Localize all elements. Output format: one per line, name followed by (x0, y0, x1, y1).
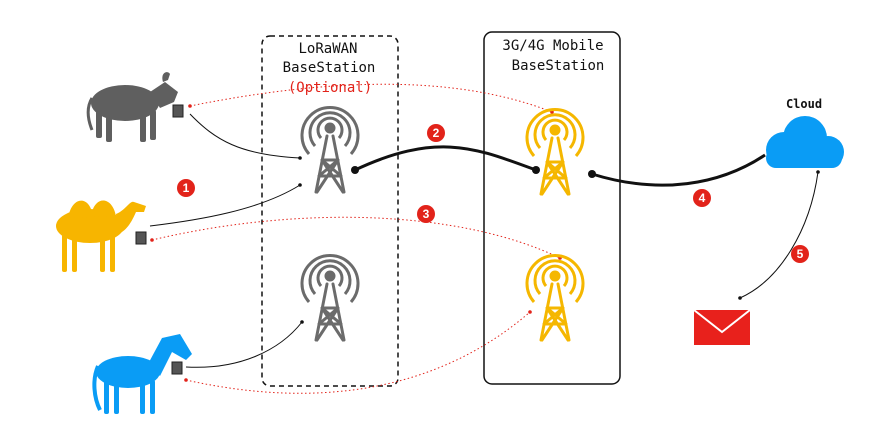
svg-text:1: 1 (183, 181, 190, 195)
step-badge-4: 4 (693, 189, 711, 207)
cloud-label: Cloud (786, 97, 822, 111)
camel-tracker-tag-icon (135, 231, 147, 245)
lora-title-line1: LoRaWAN (298, 41, 357, 57)
red-dotted-links (151, 83, 561, 394)
mobile-tower-bottom-icon (525, 253, 585, 342)
lora-optional-label: (Optional) (288, 80, 372, 96)
link-horse-to-lora (185, 321, 303, 368)
link-cloud-to-mail (739, 171, 819, 299)
cow-tracker-tag-icon (172, 104, 184, 118)
lora-link-dots (298, 156, 820, 324)
mobile-tower-top-icon (525, 107, 585, 196)
link-camel-to-lora (149, 184, 301, 227)
svg-text:3: 3 (423, 207, 430, 221)
horse-tracker-tag-icon (171, 361, 183, 375)
mobile-basestation-box (483, 31, 621, 385)
step-badge-2: 2 (427, 124, 445, 142)
lora-tower-top-icon (300, 105, 360, 194)
svg-text:4: 4 (699, 191, 706, 205)
mail-icon (693, 309, 751, 345)
link-camel-to-mobile (151, 216, 561, 259)
link-cow-to-mobile (189, 83, 553, 113)
lora-tower-bottom-icon (300, 253, 360, 342)
camel-icon (56, 200, 146, 272)
red-link-dots (150, 104, 562, 382)
mobile-title-line1: 3G/4G Mobile (502, 38, 603, 54)
backhaul-lora-to-mobile (354, 145, 537, 172)
mobile-title-line2: BaseStation (512, 58, 605, 74)
step-badge-5: 5 (791, 245, 809, 263)
link-cow-to-lora (189, 113, 301, 159)
lora-title-line2: BaseStation (283, 60, 376, 76)
step-badge-1: 1 (177, 179, 195, 197)
lora-basestation-box (261, 35, 399, 387)
link-horse-to-mobile (185, 311, 531, 394)
backhaul-mobile-to-cloud (591, 153, 766, 187)
cloud-icon (766, 116, 844, 168)
lora-links (149, 113, 819, 368)
svg-text:2: 2 (433, 126, 440, 140)
svg-text:5: 5 (797, 247, 804, 261)
horse-icon (92, 334, 192, 414)
cow-icon (86, 72, 178, 142)
step-badge-3: 3 (417, 205, 435, 223)
